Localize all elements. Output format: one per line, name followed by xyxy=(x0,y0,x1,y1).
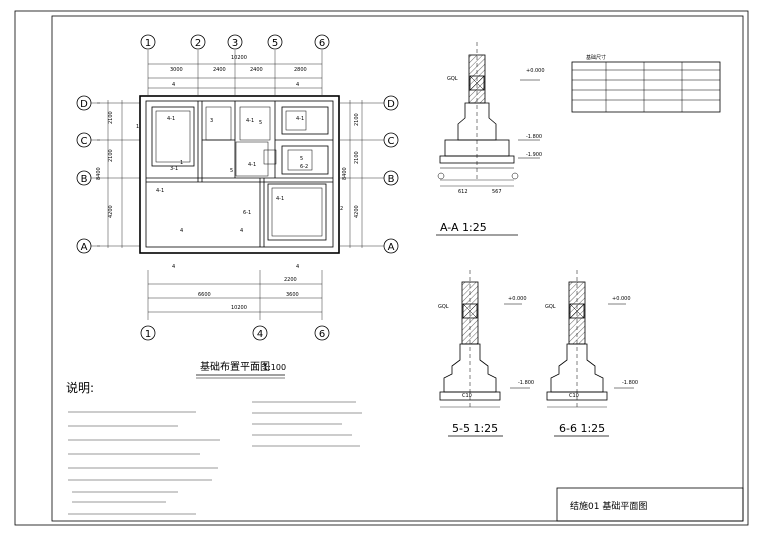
foundation-plan: 3000 2400 2400 2800 10200 4 4 2100 2100 420… xyxy=(76,34,399,379)
svg-text:5: 5 xyxy=(300,156,303,162)
svg-text:基础尺寸: 基础尺寸 xyxy=(586,54,606,61)
svg-text:2: 2 xyxy=(340,206,343,212)
svg-text:5: 5 xyxy=(230,168,233,174)
svg-text:3: 3 xyxy=(210,118,213,124)
section-aa: 612 567 GQL +0.000 -1.800 -1.900 A-A 1:25 xyxy=(436,42,545,236)
svg-text:1: 1 xyxy=(180,160,183,166)
axis-top-5: 5 xyxy=(272,38,278,49)
outer-frame xyxy=(14,10,749,526)
svg-text:C10: C10 xyxy=(462,393,472,399)
svg-text:612: 612 xyxy=(458,189,468,195)
svg-text:5: 5 xyxy=(259,120,262,126)
svg-text:4-1: 4-1 xyxy=(296,116,304,122)
svg-text:2200: 2200 xyxy=(284,277,297,283)
title-block: 结施01 基础平面图 xyxy=(556,487,744,522)
axis-top-6: 6 xyxy=(319,38,325,49)
axis-left-D: D xyxy=(80,99,88,110)
axis-right-D: D xyxy=(387,99,395,110)
notes-block: 说明: xyxy=(66,380,362,515)
svg-text:8400: 8400 xyxy=(96,167,102,180)
svg-text:4: 4 xyxy=(296,264,299,270)
svg-text:10200: 10200 xyxy=(231,55,247,61)
axis-right-A: A xyxy=(388,242,395,253)
svg-text:C10: C10 xyxy=(569,393,579,399)
plan-title: 基础布置平面图 xyxy=(200,360,270,373)
svg-text:2100: 2100 xyxy=(108,149,114,162)
svg-text:4-1: 4-1 xyxy=(167,116,175,122)
svg-text:6-2: 6-2 xyxy=(300,164,308,170)
svg-text:4: 4 xyxy=(296,82,299,88)
svg-text:2100: 2100 xyxy=(354,151,360,164)
axis-bottom-4: 4 xyxy=(257,329,263,340)
notes-title: 说明: xyxy=(66,380,94,395)
svg-text:+0.000: +0.000 xyxy=(526,68,545,74)
axis-bottom-1: 1 xyxy=(145,329,151,340)
svg-text:3000: 3000 xyxy=(170,67,183,73)
svg-text:4: 4 xyxy=(172,264,175,270)
axis-left-A: A xyxy=(81,242,88,253)
svg-text:GQL: GQL xyxy=(438,304,449,310)
section-label-aa: A-A 1:25 xyxy=(440,221,487,234)
svg-text:6600: 6600 xyxy=(198,292,211,298)
axis-right-B: B xyxy=(388,174,395,185)
svg-text:4: 4 xyxy=(180,228,183,234)
axis-top-1: 1 xyxy=(145,38,151,49)
svg-text:4200: 4200 xyxy=(108,205,114,218)
svg-text:567: 567 xyxy=(492,189,502,195)
svg-text:-1.900: -1.900 xyxy=(526,152,542,158)
svg-text:4200: 4200 xyxy=(354,205,360,218)
svg-text:4: 4 xyxy=(240,228,243,234)
svg-text:3600: 3600 xyxy=(286,292,299,298)
svg-text:4-1: 4-1 xyxy=(156,188,164,194)
axis-top-3: 3 xyxy=(232,38,238,49)
axis-left-C: C xyxy=(81,136,88,147)
svg-text:+0.000: +0.000 xyxy=(612,296,631,302)
axis-bottom-6: 6 xyxy=(319,329,325,340)
svg-text:-1.800: -1.800 xyxy=(526,134,542,140)
axis-right-C: C xyxy=(388,136,395,147)
svg-text:4-1: 4-1 xyxy=(248,162,256,168)
foundation-table: 基础尺寸 xyxy=(571,54,721,113)
section-label-55: 5-5 1:25 xyxy=(452,422,498,435)
svg-text:-1.800: -1.800 xyxy=(622,380,638,386)
svg-text:2400: 2400 xyxy=(250,67,263,73)
plan-scale: 1:100 xyxy=(263,363,286,372)
svg-text:4: 4 xyxy=(172,82,175,88)
axis-left-B: B xyxy=(81,174,88,185)
svg-text:8400: 8400 xyxy=(342,167,348,180)
svg-text:2800: 2800 xyxy=(294,67,307,73)
svg-text:-1.800: -1.800 xyxy=(518,380,534,386)
svg-text:2100: 2100 xyxy=(354,113,360,126)
title-block-text: 结施01 基础平面图 xyxy=(570,500,647,512)
svg-text:6-1: 6-1 xyxy=(243,210,251,216)
svg-text:2400: 2400 xyxy=(213,67,226,73)
svg-text:1: 1 xyxy=(136,124,139,130)
section-66: C10 GQL +0.000 -1.800 6-6 1:25 xyxy=(545,270,638,437)
svg-text:4-1: 4-1 xyxy=(246,118,254,124)
svg-text:GQL: GQL xyxy=(545,304,556,310)
svg-text:3-1: 3-1 xyxy=(170,166,178,172)
axis-top-2: 2 xyxy=(195,38,201,49)
svg-text:4-1: 4-1 xyxy=(276,196,284,202)
section-label-66: 6-6 1:25 xyxy=(559,422,605,435)
svg-text:2100: 2100 xyxy=(108,111,114,124)
svg-text:GQL: GQL xyxy=(447,76,458,82)
section-55: C10 GQL +0.000 -1.800 5-5 1:25 xyxy=(438,270,534,437)
svg-text:10200: 10200 xyxy=(231,305,247,311)
inner-frame xyxy=(51,15,744,522)
svg-text:+0.000: +0.000 xyxy=(508,296,527,302)
